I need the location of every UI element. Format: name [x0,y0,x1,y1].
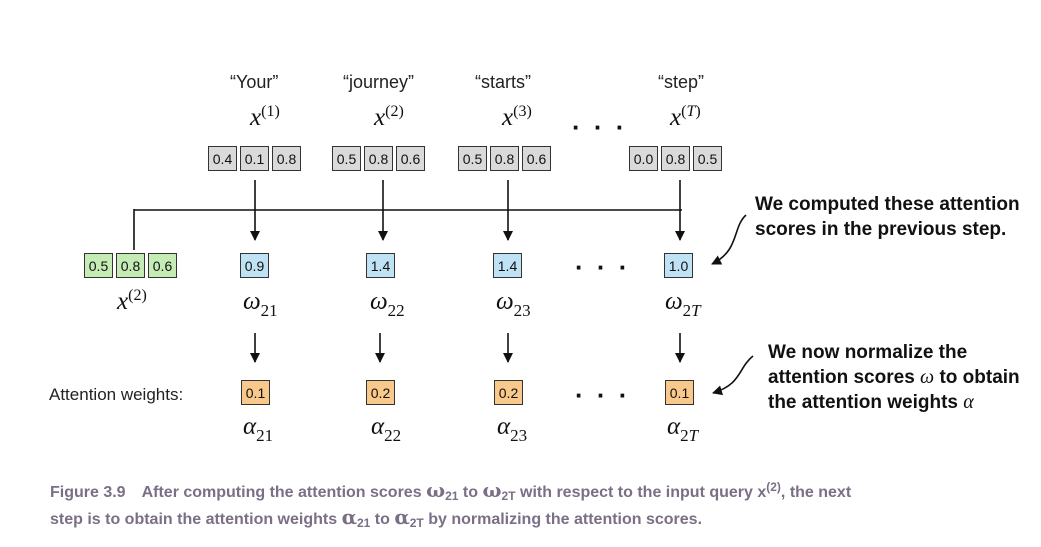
vector-cell: 0.4 [208,146,237,171]
omega-label-21: ω21 [243,288,278,320]
attention-weights-label: Attention weights: [49,385,184,404]
token-word-your: “Your” [230,72,279,92]
token-word-starts: “starts” [475,72,531,92]
vector-cell: 0.5 [693,146,722,171]
input-label-xT: x(T) [670,103,701,132]
vector-cell: 0.5 [332,146,361,171]
normalize-note-line3: the attention weights α [768,391,974,413]
attention-score-23: 1.4 [493,253,522,278]
normalize-note-line2: attention scores ω to obtain [768,366,1020,388]
attention-score-22: 1.4 [366,253,395,278]
omega-label-22: ω22 [370,288,405,320]
input-label-x2: x(2) [374,103,404,132]
attention-weight-2T: 0.1 [665,380,694,405]
vector-cell: 0.6 [148,253,177,278]
vector-cell: 0.0 [629,146,658,171]
query-label: x(2) [117,287,147,316]
input-vector-x2: 0.5 0.8 0.6 [332,146,428,171]
query-vector: 0.5 0.8 0.6 [84,253,180,278]
token-word-step: “step” [658,72,705,92]
query-broadcast-lines [133,180,754,396]
vector-cell: 0.5 [458,146,487,171]
omega-label-2T: ω2T [665,288,701,320]
attention-weight-22: 0.2 [366,380,395,405]
vector-cell: 0.1 [240,146,269,171]
input-label-x1: x(1) [250,103,280,132]
normalize-note-line1: We now normalize the [768,342,968,363]
input-vector-x3: 0.5 0.8 0.6 [458,146,554,171]
vector-cell: 0.8 [661,146,690,171]
alpha-label-2T: α2T [667,413,699,445]
scores-note: We computed these attention scores in th… [755,192,1020,242]
attention-weight-23: 0.2 [494,380,523,405]
vector-cell: 0.6 [522,146,551,171]
omega-label-23: ω23 [496,288,531,320]
scores-note-line2: scores in the previous step. [755,219,1007,240]
attention-score-2T: 1.0 [664,253,693,278]
vector-cell: 0.8 [490,146,519,171]
vector-cell: 0.6 [396,146,425,171]
token-word-journey: “journey” [343,72,415,92]
attention-weight-21: 0.1 [241,380,270,405]
input-vector-x1: 0.4 0.1 0.8 [208,146,304,171]
vector-cell: 0.8 [364,146,393,171]
vector-cell: 0.8 [116,253,145,278]
input-label-x3: x(3) [502,103,532,132]
ellipsis-inputs: · · · [572,112,628,142]
caption-line2: step is to obtain the attention weights … [50,505,703,530]
ellipsis-scores: · · · [575,252,631,282]
vector-cell: 0.5 [84,253,113,278]
scores-note-line1: We computed these attention [755,194,1020,215]
normalize-note: We now normalize the attention scores ω … [768,340,1020,415]
ellipsis-weights: · · · [575,380,631,410]
figure-number: Figure 3.9 [50,484,126,501]
normalize-callout-arrow [712,355,754,396]
alpha-label-21: α21 [243,413,274,445]
scores-callout-arrow [711,214,747,265]
vector-cell: 0.8 [272,146,301,171]
attention-score-21: 0.9 [240,253,269,278]
input-vector-xT: 0.0 0.8 0.5 [629,146,725,171]
alpha-label-22: α22 [371,413,402,445]
alpha-label-23: α23 [497,413,528,445]
